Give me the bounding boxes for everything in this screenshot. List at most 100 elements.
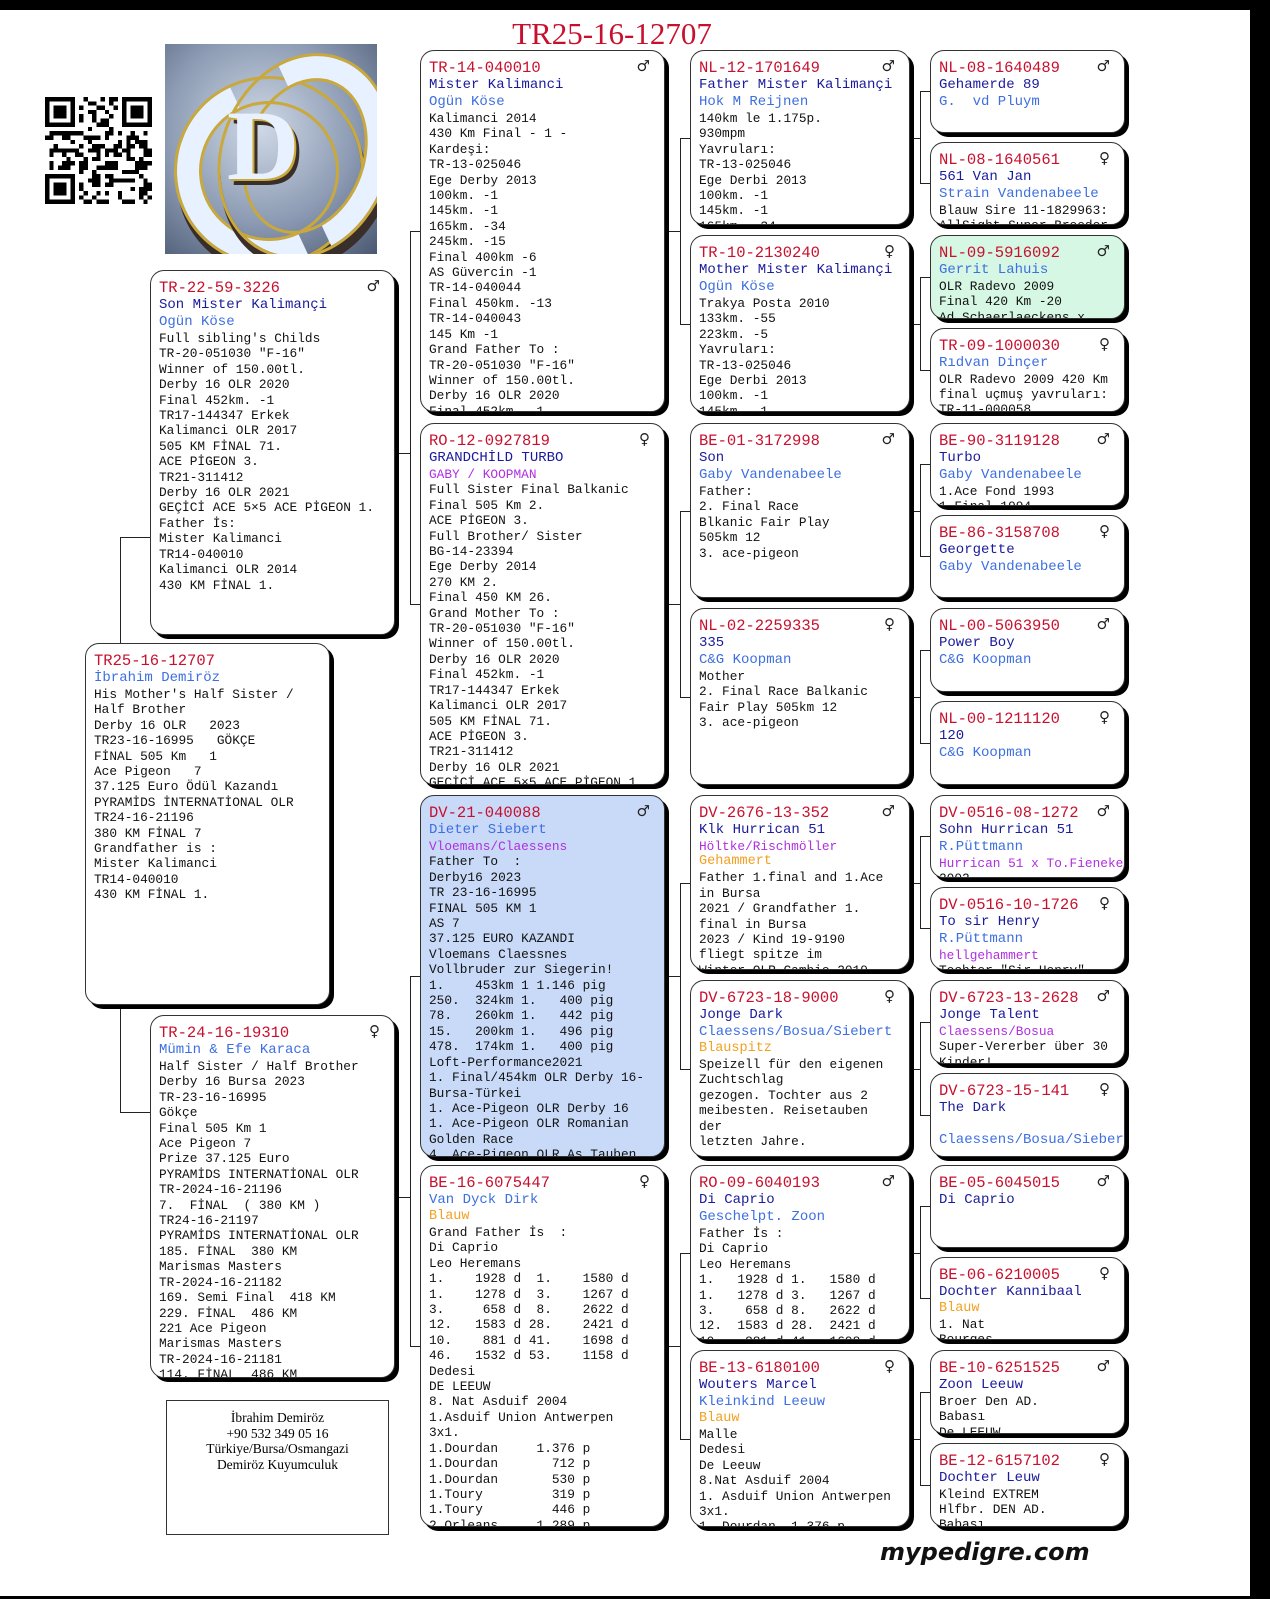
info-line: Derby 16 Bursa 2023	[159, 1074, 305, 1090]
contact-company: Demiröz Kuyumculuk	[216, 1456, 339, 1472]
info-line: 221 Ace Pigeon	[159, 1320, 267, 1336]
info-line: 46. 1532 d 53. 1158 d	[429, 1348, 629, 1364]
male-icon: ♂	[366, 277, 380, 295]
info-line: 10. 881 d 41. 1698 d	[699, 1334, 901, 1339]
male-icon: ♂	[881, 430, 895, 448]
info-line: Marismas Masters	[159, 1259, 282, 1275]
card-great-great-grandparent[interactable]: BE-05-6045015♂Di Caprio	[930, 1165, 1125, 1248]
info-line: Gökçe	[159, 1105, 198, 1121]
card-great-great-grandparent[interactable]: DV-6723-15-141♀The Dark Claessens/Bosua/…	[930, 1072, 1125, 1157]
brand-watermark: mypedigre.com	[880, 1538, 1090, 1566]
contact-phone: +90 532 349 05 16	[226, 1425, 329, 1441]
ring-number: BE-13-6180100	[699, 1359, 820, 1377]
info-line: 100km. -1	[699, 388, 769, 404]
connector-line	[920, 742, 930, 744]
title-text: TR25-16-12707	[512, 16, 712, 51]
info-line: Final 452km. -1	[159, 392, 275, 408]
info-line: FİNAL 505 Km 1	[94, 748, 217, 764]
male-icon: ♂	[636, 802, 650, 820]
ring-number: TR-09-1000030	[939, 336, 1060, 355]
info-line: Kleind EXTREM	[939, 1486, 1039, 1502]
info-line: GEÇİCİ ACE 5×5 ACE PİGEON 1.	[159, 500, 375, 516]
connector-line	[920, 464, 930, 466]
info-line: 145km. -1	[699, 403, 769, 412]
pigeon-name: Turbo	[939, 450, 982, 466]
info-line: Half Brother	[94, 702, 187, 718]
info-line: Father To :	[429, 854, 522, 870]
connector-line	[669, 976, 680, 977]
connector-line	[669, 231, 680, 232]
pigeon-name: Georgette	[939, 541, 1015, 558]
info-line: 1.Dourdan 530 p	[429, 1471, 591, 1487]
info-line: Kalimanci OLR 2014	[159, 562, 298, 578]
info-line: TR-20-051030 "F-16"	[159, 346, 305, 362]
connector-line	[914, 1068, 920, 1070]
connector-line	[920, 1391, 921, 1485]
info-line: TR17-144347 Erkek	[159, 408, 290, 424]
connector-line	[920, 369, 930, 371]
ring-number: NL-00-1211120	[939, 709, 1060, 728]
info-line: 12. 1583 d 28. 2421 d	[699, 1318, 876, 1334]
info-line: Vloemans/Claessens	[429, 839, 568, 854]
info-line: PYRAMİDS INTERNATİONAL OLR	[159, 1228, 359, 1244]
info-line: 3x1.	[699, 1504, 730, 1520]
info-line: TR-13-025046	[699, 357, 792, 373]
info-line: OLR Radevo 2009	[939, 279, 1055, 294]
ring-number: NL-09-5916092	[939, 244, 1060, 262]
female-icon: ♀	[639, 1172, 650, 1190]
breeder-name: R.Püttmann	[939, 930, 1024, 947]
connector-line	[920, 928, 930, 930]
connector-line	[410, 976, 420, 977]
right-border	[1250, 0, 1270, 1599]
female-icon: ♀	[1099, 1079, 1110, 1098]
male-icon: ♂	[1096, 615, 1110, 633]
info-line: final in Bursa	[699, 916, 807, 932]
info-line: Winter OLR Cambio 2019	[699, 963, 901, 969]
info-line: ACE PİGEON 3.	[429, 728, 529, 744]
info-line: Ace Pigeon 7	[159, 1136, 252, 1152]
ring-number: BE-06-6210005	[939, 1265, 1060, 1284]
connector-line	[410, 604, 420, 605]
info-line: Vloemans Claessnes	[429, 946, 568, 962]
info-line: 270 KM 2.	[429, 574, 499, 590]
female-icon: ♀	[369, 1022, 380, 1040]
info-line: Ege Derbi 2013	[699, 373, 807, 389]
info-line: Final 420 Km -20	[939, 294, 1062, 310]
connector-line	[120, 1112, 150, 1113]
info-line: Father 1.final and 1.Ace	[699, 870, 884, 886]
male-icon: ♂	[1096, 1172, 1110, 1190]
info-line: 1.Final 1994	[939, 499, 1116, 504]
ring-number: DV-6723-15-141	[939, 1081, 1070, 1100]
info-line: TR-11-000058	[939, 402, 1032, 412]
info-line: Höltke/Rischmöller	[699, 839, 838, 854]
